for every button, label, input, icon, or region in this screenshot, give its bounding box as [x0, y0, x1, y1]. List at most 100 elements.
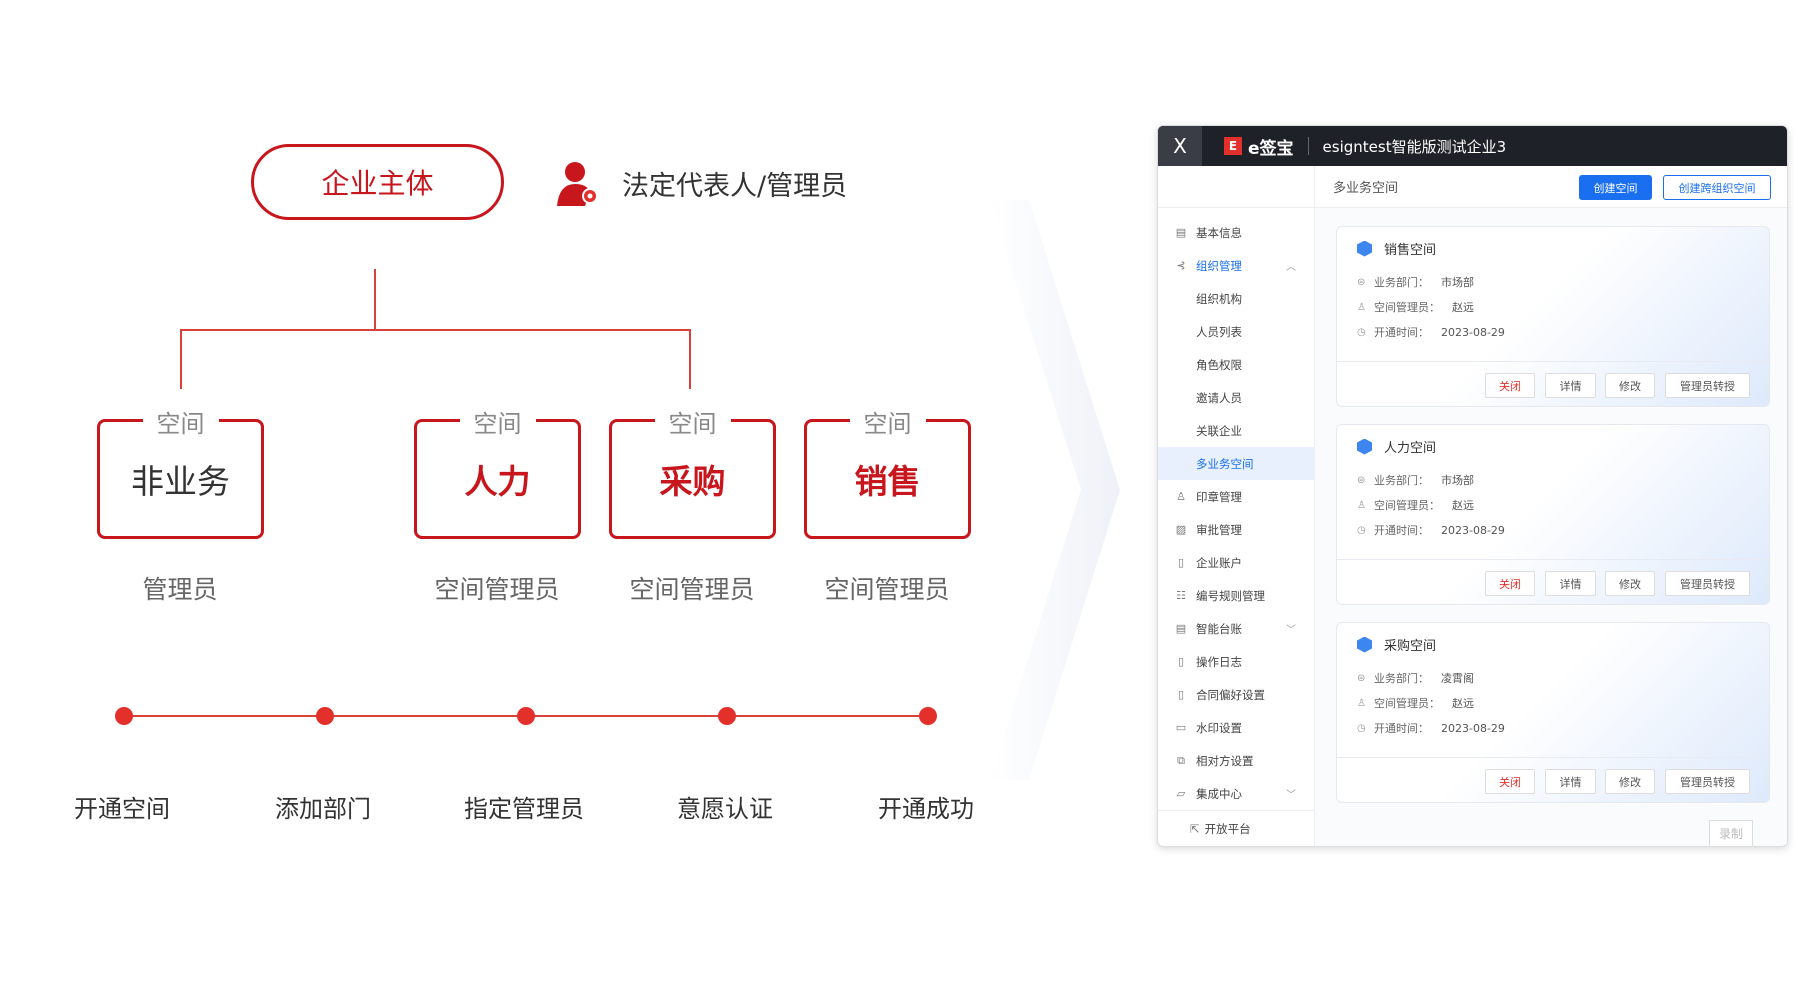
- dept-row: ⊜业务部门：凌霄阁: [1357, 670, 1474, 686]
- enterprise-entity: 企业主体: [251, 144, 504, 220]
- create-cross-org-space-button[interactable]: 创建跨组织空间: [1663, 175, 1771, 200]
- edit-button[interactable]: 修改: [1605, 373, 1655, 398]
- timeline-dot: [517, 707, 535, 725]
- space-card: 采购空间 ⊜业务部门：凌霄阁 ♙空间管理员：赵远 ◷开通时间：2023-08-2…: [1336, 622, 1770, 803]
- app-window: X E e签宝 esigntest智能版测试企业3 ▤基本信息⊰组织管理︿组织机…: [1157, 125, 1788, 847]
- timeline-step: 添加部门: [275, 795, 371, 823]
- sidebar-item[interactable]: ▭水印设置: [1158, 711, 1314, 744]
- close-space-button[interactable]: 关闭: [1485, 571, 1535, 596]
- sidebar-item[interactable]: ♙ 印章管理: [1158, 480, 1314, 513]
- sidebar-item[interactable]: 组织机构: [1158, 282, 1314, 315]
- chevron-down-icon[interactable]: ﹀: [1286, 790, 1296, 801]
- field-label: 开通时间：: [1374, 722, 1429, 735]
- space-caption: 空间: [654, 404, 731, 439]
- field-value: 市场部: [1441, 474, 1474, 487]
- detail-button[interactable]: 详情: [1545, 373, 1596, 398]
- sidebar-item-label: 编号规则管理: [1196, 588, 1265, 603]
- space-cube-icon: [1357, 636, 1372, 653]
- sidebar-item[interactable]: 多业务空间: [1158, 447, 1314, 480]
- external-link-icon: ⇱: [1190, 821, 1200, 836]
- sidebar-item[interactable]: ▯操作日志: [1158, 645, 1314, 678]
- chevron-down-icon[interactable]: ﹀: [1286, 625, 1296, 636]
- space-box-sales: 空间销售: [804, 404, 971, 539]
- sidebar-item-label: 相对方设置: [1196, 753, 1254, 768]
- sidebar-item[interactable]: 关联企业: [1158, 414, 1314, 447]
- field-value: 2023-08-29: [1441, 721, 1505, 735]
- user-icon: ♙: [1357, 499, 1366, 511]
- transfer-admin-button[interactable]: 管理员转授: [1665, 373, 1750, 398]
- time-row: ◷开通时间：2023-08-29: [1357, 324, 1505, 340]
- sidebar-item[interactable]: 人员列表: [1158, 315, 1314, 348]
- sidebar-item[interactable]: 角色权限: [1158, 348, 1314, 381]
- open-platform-label: 开放平台: [1204, 821, 1251, 836]
- edit-button[interactable]: 修改: [1605, 769, 1655, 794]
- sidebar-item[interactable]: 邀请人员: [1158, 381, 1314, 414]
- divider: [1337, 559, 1769, 560]
- sidebar-item[interactable]: ⊰组织管理︿: [1158, 249, 1314, 282]
- sidebar-item-icon: ▨: [1175, 523, 1187, 536]
- sidebar-item[interactable]: ▤基本信息: [1158, 216, 1314, 249]
- connector-line: [180, 329, 691, 331]
- close-space-button[interactable]: 关闭: [1485, 769, 1535, 794]
- detail-button[interactable]: 详情: [1545, 571, 1596, 596]
- sidebar-item[interactable]: ▨审批管理: [1158, 513, 1314, 546]
- organization-name[interactable]: esigntest智能版测试企业3: [1322, 137, 1507, 156]
- transfer-admin-button[interactable]: 管理员转授: [1665, 769, 1750, 794]
- sidebar-item-label: 角色权限: [1196, 357, 1242, 372]
- record-button[interactable]: 录制: [1709, 820, 1753, 846]
- connector-line: [374, 269, 376, 330]
- timeline-step: 开通空间: [74, 795, 170, 823]
- card-title: 人力空间: [1357, 437, 1436, 456]
- manager-row: ♙空间管理员：赵远: [1357, 299, 1474, 315]
- field-label: 空间管理员：: [1374, 697, 1440, 710]
- timeline-dot: [718, 707, 736, 725]
- space-name: 人力: [464, 462, 531, 501]
- space-caption: 空间: [142, 404, 219, 439]
- sidebar-item[interactable]: ▯企业账户: [1158, 546, 1314, 579]
- field-value: 凌霄阁: [1441, 672, 1474, 685]
- space-box-hr: 空间人力: [414, 404, 581, 539]
- space-cube-icon: [1357, 240, 1372, 257]
- transfer-admin-button[interactable]: 管理员转授: [1665, 571, 1750, 596]
- sidebar-item[interactable]: ▤智能台账﹀: [1158, 612, 1314, 645]
- clock-icon: ◷: [1357, 326, 1366, 338]
- timeline-dot: [115, 707, 133, 725]
- card-title-text: 采购空间: [1384, 639, 1437, 654]
- create-space-button[interactable]: 创建空间: [1579, 175, 1652, 200]
- legal-representative-label: 法定代表人/管理员: [622, 171, 848, 202]
- sidebar-item[interactable]: ▯合同偏好设置: [1158, 678, 1314, 711]
- space-name: 采购: [659, 462, 726, 501]
- chevron-up-icon[interactable]: ︿: [1286, 262, 1296, 273]
- field-label: 空间管理员：: [1374, 499, 1440, 512]
- field-value: 2023-08-29: [1441, 523, 1505, 537]
- sidebar-item-icon: ♙: [1176, 490, 1186, 503]
- open-platform-link[interactable]: ⇱ 开放平台: [1158, 810, 1314, 846]
- space-card: 销售空间 ⊜业务部门：市场部 ♙空间管理员：赵远 ◷开通时间：2023-08-2…: [1336, 226, 1770, 407]
- sidebar-item-label: 组织机构: [1196, 291, 1242, 306]
- sidebar-item-icon: ⊰: [1176, 259, 1186, 272]
- manager-row: ♙ 空间管理员： 赵远: [1357, 497, 1474, 513]
- close-space-button[interactable]: 关闭: [1485, 373, 1535, 398]
- timeline-step: 指定管理员: [464, 795, 584, 823]
- clock-icon: ◷: [1357, 524, 1366, 536]
- sidebar-item-label: 印章管理: [1196, 489, 1242, 504]
- sidebar-item[interactable]: ⧉相对方设置: [1158, 744, 1314, 777]
- close-button[interactable]: X: [1158, 126, 1202, 166]
- sidebar-item[interactable]: ☷编号规则管理: [1158, 579, 1314, 612]
- sidebar-item[interactable]: ▱集成中心﹀: [1158, 777, 1314, 810]
- connector-line: [689, 329, 691, 389]
- sidebar-item-icon: ▯: [1177, 655, 1185, 668]
- edit-button[interactable]: 修改: [1605, 571, 1655, 596]
- field-label: 业务部门：: [1374, 474, 1429, 487]
- card-title: 销售空间: [1357, 239, 1436, 258]
- space-caption: 空间: [849, 404, 926, 439]
- sidebar-item-icon: ▭: [1175, 721, 1187, 734]
- sidebar-item-label: 智能台账: [1196, 621, 1242, 636]
- main-content: 多业务空间 创建空间 创建跨组织空间 销售空间 ⊜业务部门：市场部 ♙空间管理员…: [1315, 166, 1787, 846]
- page-title: 多业务空间: [1333, 181, 1399, 196]
- divider: [1307, 137, 1309, 155]
- detail-button[interactable]: 详情: [1545, 769, 1596, 794]
- brand-name: e签宝: [1248, 138, 1294, 159]
- timeline-step: 开通成功: [878, 795, 974, 823]
- field-value: 赵远: [1452, 499, 1474, 512]
